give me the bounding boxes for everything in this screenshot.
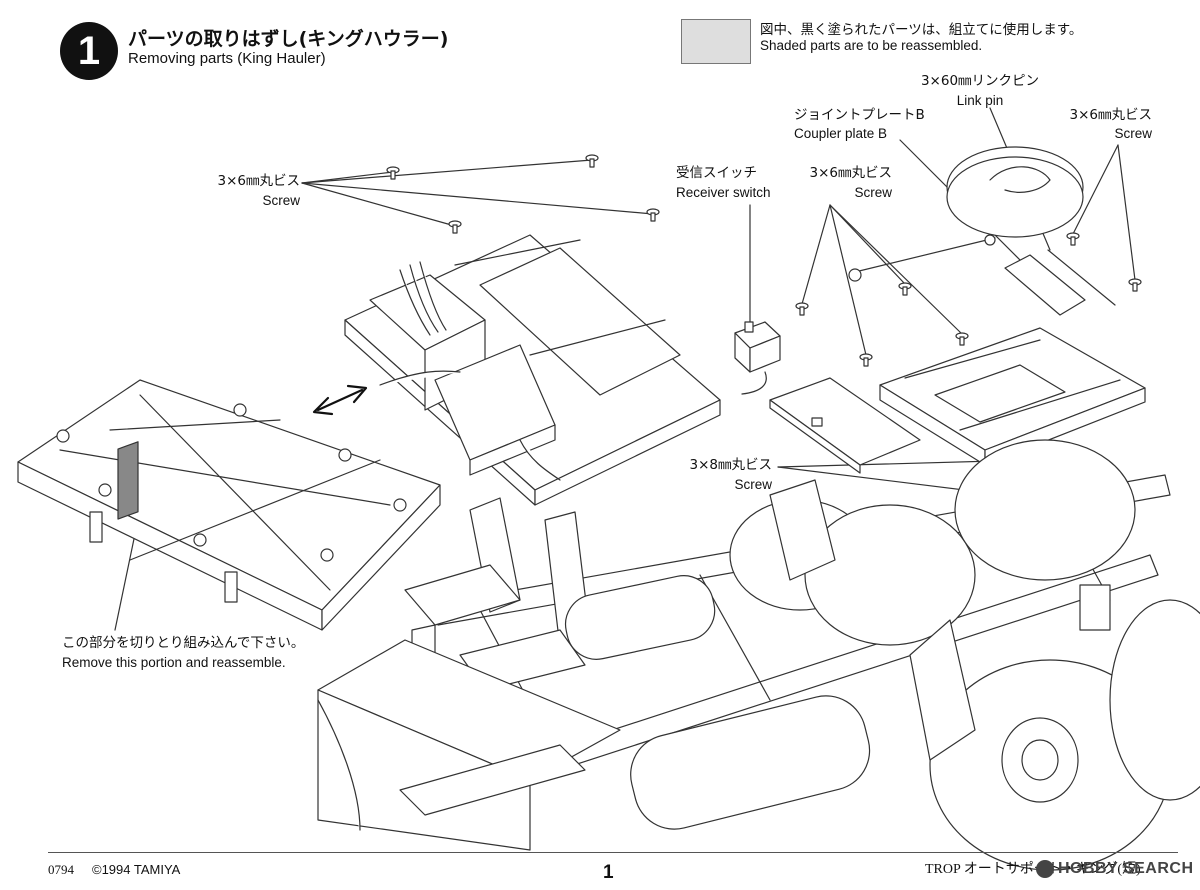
mudflaps bbox=[770, 480, 1110, 760]
step-title-en: Removing parts (King Hauler) bbox=[128, 50, 326, 67]
callout-coupler-plate-jp: ジョイントプレートB bbox=[794, 107, 925, 123]
leader-lines-screw-left bbox=[302, 160, 653, 226]
leader-lines-screw-mid bbox=[802, 205, 962, 355]
watermark: HOBBY SEARCH bbox=[1058, 860, 1194, 877]
callout-coupler-plate-en: Coupler plate B bbox=[794, 126, 888, 141]
chassis-top-plate bbox=[880, 328, 1145, 465]
callout-screw-right-jp: 3×6㎜丸ビス bbox=[1069, 107, 1153, 123]
switch-mount-plate bbox=[770, 378, 920, 473]
callout-receiver-switch-jp: 受信スイッチ bbox=[676, 165, 757, 181]
callout-screw-8mm-en: Screw bbox=[734, 477, 772, 492]
callout-screw-mid-en: Screw bbox=[854, 185, 892, 200]
step-title-jp: パーツの取りはずし(キングハウラー) bbox=[128, 28, 449, 50]
callout-link-pin-en: Link pin bbox=[956, 93, 1004, 108]
swap-arrow bbox=[314, 386, 366, 414]
step-number-badge: 1 bbox=[60, 22, 118, 80]
footer-copyright: ©1994 TAMIYA bbox=[92, 862, 181, 877]
fifth-wheel-coupler bbox=[849, 147, 1115, 315]
watermark-logo-icon bbox=[1036, 860, 1054, 878]
callout-remove-portion-jp: この部分を切りとり組み込んで下さい。 bbox=[62, 635, 305, 651]
callout-remove-portion-en: Remove this portion and reassemble. bbox=[62, 655, 286, 670]
legend-text-en: Shaded parts are to be reassembled. bbox=[760, 38, 983, 53]
callout-screw-right-en: Screw bbox=[1114, 126, 1152, 141]
footer-rule bbox=[48, 852, 1178, 853]
footer-code: 0794 bbox=[48, 862, 74, 877]
receiver-switch bbox=[735, 322, 780, 394]
callout-receiver-switch-en: Receiver switch bbox=[676, 185, 771, 200]
footer-brand: TROP オートサポート・キング(短) bbox=[925, 862, 1141, 877]
legend-text-jp: 図中、黒く塗られたパーツは、組立てに使用します。 bbox=[760, 22, 1083, 38]
callout-screw-8mm-jp: 3×8㎜丸ビス bbox=[689, 457, 773, 473]
cab-body bbox=[318, 640, 620, 850]
radio-tray bbox=[345, 235, 720, 505]
fuel-tanks bbox=[560, 570, 878, 837]
removed-plate bbox=[18, 380, 440, 630]
callout-screw-left-en: Screw bbox=[262, 193, 300, 208]
callout-screw-mid-jp: 3×6㎜丸ビス bbox=[809, 165, 893, 181]
callout-screw-left-jp: 3×6㎜丸ビス bbox=[217, 173, 301, 189]
callout-link-pin-jp: 3×60㎜リンクピン bbox=[920, 73, 1040, 89]
leader-lines-screw-right bbox=[1073, 145, 1135, 280]
shaded-legend-swatch bbox=[681, 19, 751, 64]
page-number: 1 bbox=[603, 862, 614, 883]
